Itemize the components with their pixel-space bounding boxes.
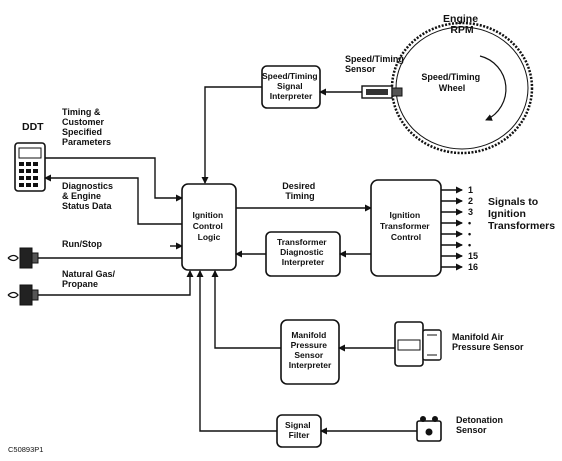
output-dot-1: • xyxy=(468,218,471,228)
output-numbers: 1 2 3 • • • 15 16 xyxy=(468,185,478,272)
ddt-parameters-wire xyxy=(45,157,183,202)
output-dot-2: • xyxy=(468,229,471,239)
signals-to-transformers-label: Signals to Ignition Transformers xyxy=(488,196,555,232)
diagnostics-wire xyxy=(44,174,182,225)
ignition-transformer-control-label: Ignition Transformer Control xyxy=(380,210,432,242)
output-2: 2 xyxy=(468,196,473,206)
output-16: 16 xyxy=(468,262,478,272)
speed-timing-sensor-icon xyxy=(361,85,403,99)
filter-to-logic-wire xyxy=(196,270,277,432)
engine-rpm-label: Engine RPM xyxy=(443,13,481,36)
run-stop-switch-icon xyxy=(7,247,39,269)
diagnostics-label: Diagnostics & Engine Status Data xyxy=(62,181,116,211)
speed-timing-interpreter-label: Speed/Timing Signal Interpreter xyxy=(262,71,320,101)
run-stop-wire xyxy=(38,246,183,259)
signal-filter-label: Signal Filter xyxy=(285,420,313,440)
manifold-pressure-interpreter-box xyxy=(280,319,340,385)
ddt-label: DDT xyxy=(22,121,44,133)
interpreter-to-logic-wire xyxy=(201,86,262,184)
fuel-select-switch-icon xyxy=(7,284,39,306)
fuel-select-label: Natural Gas/ Propane xyxy=(62,269,118,289)
rotation-arrow-icon xyxy=(479,55,507,121)
manifold-air-pressure-sensor-label: Manifold Air Pressure Sensor xyxy=(452,332,524,352)
desired-timing-label: Desired Timing xyxy=(282,181,318,201)
timing-parameters-label: Timing & Customer Specified Parameters xyxy=(62,107,111,147)
speed-timing-sensor-label: Speed/Timing Sensor xyxy=(345,54,406,74)
ignition-transformer-control-box xyxy=(370,179,442,277)
fuel-select-wire xyxy=(38,270,194,296)
ignition-control-logic-box xyxy=(181,183,237,271)
speed-timing-wheel-label: Speed/Timing Wheel xyxy=(421,72,482,93)
transformer-diagnostic-label: Transformer Diagnostic Interpreter xyxy=(277,237,329,267)
manifold-to-logic-wire xyxy=(211,270,281,349)
output-1: 1 xyxy=(468,185,473,195)
manifold-air-pressure-sensor-icon xyxy=(394,321,442,367)
figure-id: C50893P1 xyxy=(8,445,43,454)
detonation-sensor-label: Detonation Sensor xyxy=(456,415,506,435)
detonation-sensor-icon xyxy=(416,416,442,442)
manifold-pressure-interpreter-label: Manifold Pressure Sensor Interpreter xyxy=(289,330,332,370)
transformer-output-lines xyxy=(441,186,463,271)
ignition-control-logic-label: Ignition Control Logic xyxy=(192,210,225,242)
run-stop-label: Run/Stop xyxy=(62,239,102,249)
ddt-handheld-icon xyxy=(14,142,46,192)
output-3: 3 xyxy=(468,207,473,217)
output-dot-3: • xyxy=(468,240,471,250)
output-15: 15 xyxy=(468,251,478,261)
